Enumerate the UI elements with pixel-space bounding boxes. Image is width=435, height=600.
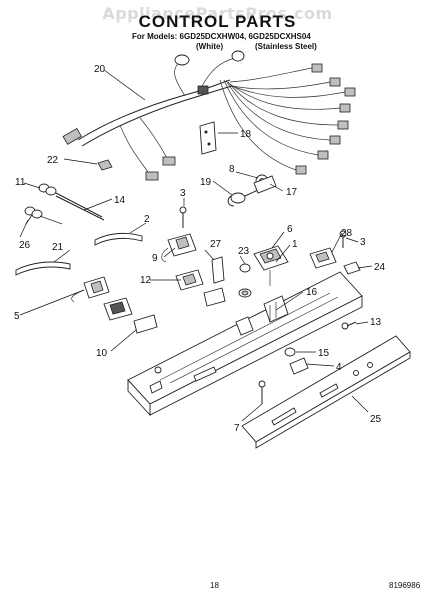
part-9-switch-drawing — [161, 206, 197, 263]
part-6-thermostat-drawing — [253, 245, 289, 286]
part-label-17: 17 — [286, 187, 298, 198]
control-housing-drawing — [127, 271, 363, 417]
wire-harness-drawing — [62, 50, 356, 181]
part-label-21: 21 — [52, 242, 64, 253]
part-label-4: 4 — [336, 362, 342, 373]
parts-2-21-strip-drawing — [15, 232, 143, 276]
part-label-11: 11 — [15, 177, 26, 188]
variant-white: (White) — [196, 42, 224, 51]
part-25-panel-drawing — [241, 335, 411, 449]
leader-lines — [19, 69, 373, 422]
parts-11-14-26-sensor-drawing — [24, 183, 105, 225]
part-7-screw-drawing — [258, 380, 266, 404]
part-label-2: 2 — [144, 214, 150, 225]
document-number: 8196986 — [389, 581, 421, 590]
part-label-12: 12 — [140, 275, 152, 286]
part-label-25: 25 — [370, 414, 382, 425]
parts-4-15-drawing — [284, 347, 309, 375]
part-22-clip-drawing — [97, 159, 113, 171]
part-5-switch-drawing — [71, 276, 110, 303]
part-13-screw-drawing — [341, 321, 357, 330]
part-label-10: 10 — [96, 348, 108, 359]
part-label-20: 20 — [94, 64, 106, 75]
part-label-3-left: 3 — [180, 188, 186, 199]
variant-stainless: (Stainless Steel) — [255, 42, 317, 51]
part-27-module-drawing — [175, 256, 226, 307]
part-label-9: 9 — [152, 253, 158, 264]
part-label-24: 24 — [374, 262, 386, 273]
part-18-bracket-drawing — [199, 121, 217, 155]
part-label-3-right: 3 — [360, 237, 366, 248]
part-label-22: 22 — [47, 155, 59, 166]
part-label-5: 5 — [14, 311, 20, 322]
part-label-8: 8 — [229, 164, 235, 175]
part-label-27: 27 — [210, 239, 222, 250]
part-label-28: 28 — [341, 228, 353, 239]
page-number: 18 — [210, 581, 219, 590]
part-label-26: 26 — [19, 240, 31, 251]
part-label-14: 14 — [114, 195, 126, 206]
parts-24-28-switch-drawing — [309, 230, 361, 275]
part-23-knob-drawing — [238, 263, 252, 298]
part-10-plate-drawing — [133, 314, 158, 334]
part-label-15: 15 — [318, 348, 330, 359]
part-labels: 20 18 22 11 14 8 19 17 3 2 26 21 9 27 23… — [14, 64, 386, 434]
part-label-19: 19 — [200, 177, 212, 188]
part-label-7: 7 — [234, 423, 240, 434]
parts-8-17-19-light-drawing — [227, 174, 277, 207]
part-label-1: 1 — [292, 239, 298, 250]
models-line: For Models: 6GD25DCXHW04, 6GD25DCXHS04 — [132, 32, 311, 41]
watermark-text: AppliancePartsPros.com — [102, 4, 333, 23]
part-12-block-drawing — [103, 297, 133, 321]
part-label-23: 23 — [238, 246, 250, 257]
part-label-6: 6 — [287, 224, 293, 235]
diagram-title: CONTROL PARTS — [138, 12, 297, 31]
part-label-13: 13 — [370, 317, 382, 328]
part-label-16: 16 — [306, 287, 318, 298]
part-label-18: 18 — [240, 129, 252, 140]
